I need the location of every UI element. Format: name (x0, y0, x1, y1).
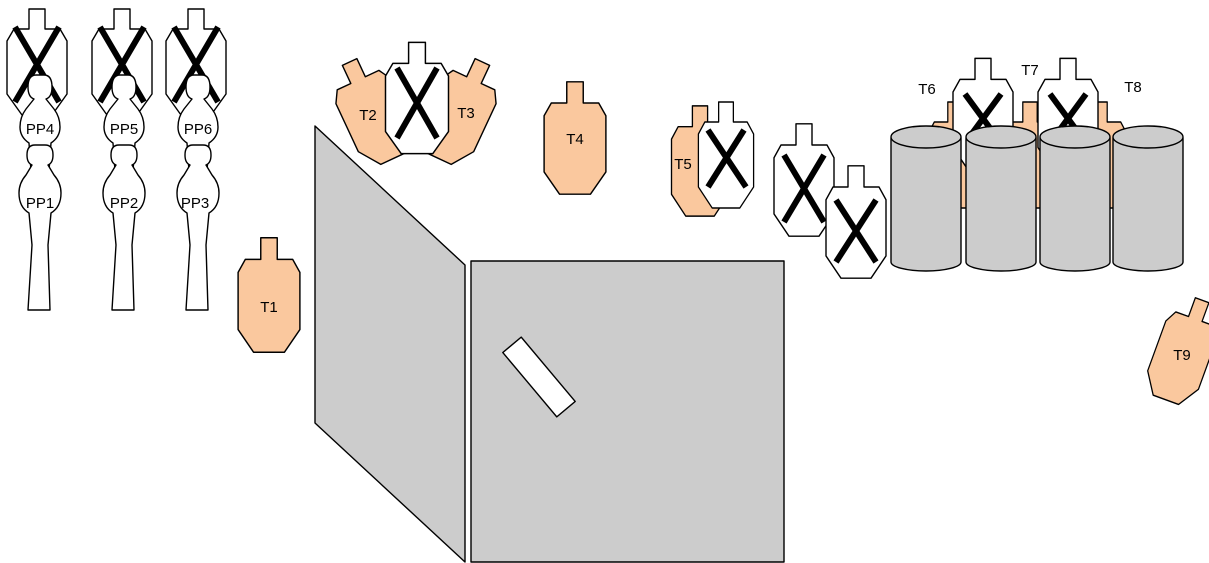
target-label: T8 (1124, 79, 1142, 96)
barrel-icon (890, 137, 962, 272)
popper-label: PP2 (110, 195, 138, 212)
target-label: T1 (260, 299, 278, 316)
wall-front (470, 260, 785, 563)
shooting-port-icon (502, 336, 576, 418)
no-shoot-target (165, 8, 227, 116)
target-t1: T1 (237, 237, 301, 353)
target-t2: T2 (321, 48, 423, 172)
barrel (890, 125, 962, 272)
popper-label: PP4 (26, 121, 54, 138)
target-label: T3 (457, 105, 475, 122)
barrel (1112, 125, 1184, 272)
no-shoot-target (384, 41, 450, 155)
no-shoot-target (773, 123, 835, 237)
barrel (965, 125, 1037, 272)
no-shoot-target (825, 165, 887, 279)
shooting-port (502, 336, 576, 418)
popper-group-1: PP4 PP1 (6, 8, 68, 311)
target-t5: T5 (670, 105, 730, 217)
target-label: T7 (1021, 62, 1039, 79)
popper-label: PP6 (184, 121, 212, 138)
target-t4: T4 (543, 81, 607, 195)
target-label: T5 (674, 156, 692, 173)
target-label: T9 (1173, 347, 1191, 364)
popper-pp3: PP3 (176, 144, 220, 311)
no-shoot-target (91, 8, 153, 116)
target-t3: T3 (409, 48, 511, 172)
popper-label: PP1 (26, 195, 54, 212)
popper-group-2: PP5 PP2 (91, 8, 153, 311)
popper-group-3: PP6 PP3 (165, 8, 227, 311)
target-label: T2 (359, 107, 377, 124)
wall-left (314, 125, 466, 563)
target-label: T6 (918, 81, 936, 98)
target-label: T4 (566, 131, 584, 148)
popper-label: PP3 (181, 195, 209, 212)
wall-panel-icon (314, 125, 466, 563)
target-t9: T9 (1139, 290, 1209, 410)
no-shoot-target (697, 101, 755, 209)
popper-label: PP5 (110, 121, 138, 138)
popper-pp1: PP1 (18, 144, 62, 311)
barrel (1039, 125, 1111, 272)
popper-pp2: PP2 (102, 144, 146, 311)
